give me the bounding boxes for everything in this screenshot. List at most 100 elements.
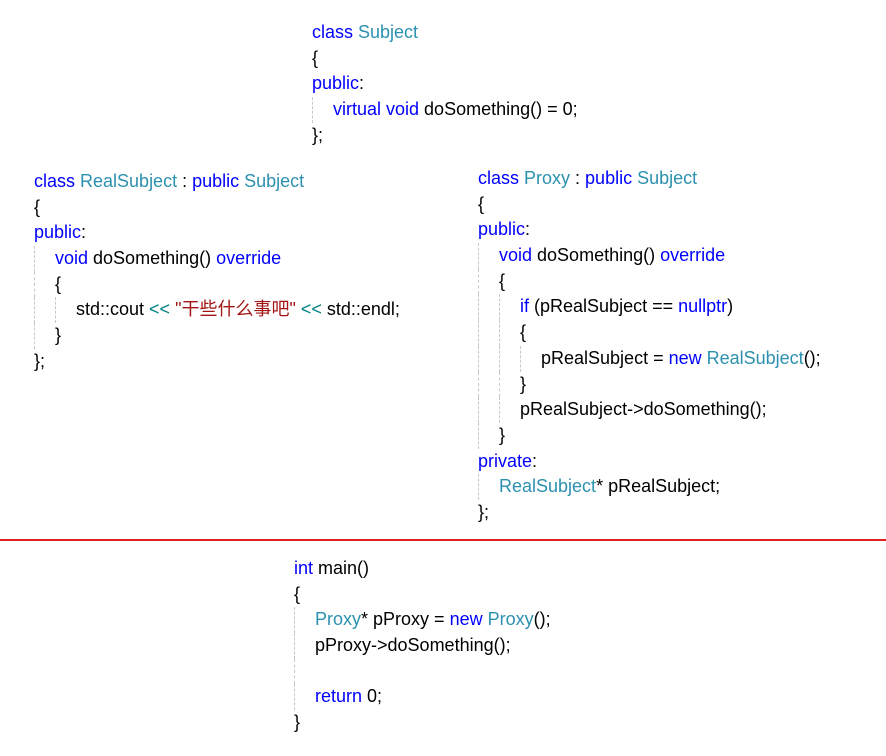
keyword-token: class — [478, 168, 525, 188]
code-line: { — [478, 268, 821, 295]
type-token: Proxy — [487, 609, 534, 630]
type-token: Subject — [637, 168, 698, 188]
keyword-token: private — [478, 450, 533, 471]
code-token: std::cout — [76, 299, 150, 320]
code-token: }; — [478, 501, 490, 522]
code-token: { — [294, 583, 301, 604]
code-line: { — [34, 271, 400, 298]
code-token: }; — [34, 350, 46, 371]
code-line: { — [294, 582, 551, 608]
indent-guide — [294, 633, 315, 659]
indent-guide — [520, 345, 541, 372]
code-line: public: — [478, 217, 821, 243]
keyword-token: virtual void — [333, 99, 425, 120]
code-token: 0; — [367, 686, 383, 707]
indent-guide — [499, 345, 520, 372]
code-token: (); — [803, 347, 821, 368]
keyword-token: if — [520, 296, 535, 317]
code-token: }; — [312, 124, 324, 145]
code-token: pRealSubject = — [541, 347, 669, 368]
keyword-token: public — [585, 168, 638, 188]
code-line: void doSomething() override — [34, 246, 400, 272]
indent-guide — [55, 297, 76, 324]
proxy-class-code: class Proxy : public Subject{public:void… — [478, 166, 821, 526]
code-line: }; — [34, 349, 400, 375]
indent-guide — [34, 271, 55, 298]
main-function-code: int main(){Proxy* pProxy = new Proxy();p… — [294, 556, 551, 736]
keyword-token: return — [315, 686, 368, 707]
operator-token: << — [149, 299, 176, 320]
type-token: RealSubject — [499, 476, 597, 497]
code-token: : — [81, 222, 87, 243]
code-token: { — [55, 273, 62, 294]
keyword-token: void — [499, 245, 538, 266]
code-line: int main() — [294, 556, 551, 582]
code-token: : — [359, 73, 365, 94]
keyword-token: nullptr — [678, 296, 728, 317]
indent-guide — [478, 268, 499, 295]
code-line: Proxy* pProxy = new Proxy(); — [294, 607, 551, 634]
keyword-token: public — [478, 219, 526, 240]
code-token: main() — [318, 558, 370, 578]
code-token: { — [34, 196, 41, 217]
code-line: } — [34, 323, 400, 349]
red-divider-line — [0, 539, 886, 541]
indent-guide — [499, 371, 520, 398]
indent-guide — [294, 684, 315, 711]
code-line: return 0; — [294, 684, 551, 711]
code-token: (); — [533, 609, 551, 630]
code-token: } — [499, 424, 506, 445]
code-token: * pRealSubject; — [596, 476, 721, 497]
indent-guide — [294, 658, 315, 685]
code-token: doSomething() = 0; — [424, 99, 578, 120]
code-token: pProxy->doSomething(); — [315, 635, 511, 656]
code-line: }; — [312, 123, 578, 149]
indent-guide — [294, 607, 315, 634]
indent-guide — [478, 422, 499, 449]
code-token: } — [520, 373, 527, 394]
indent-guide — [478, 397, 499, 423]
code-line: pProxy->doSomething(); — [294, 633, 551, 659]
code-token: : — [532, 450, 538, 471]
code-line: pRealSubject = new RealSubject(); — [478, 345, 821, 372]
indent-guide — [478, 294, 499, 321]
code-line: { — [478, 320, 821, 346]
indent-guide — [478, 320, 499, 346]
indent-guide — [478, 474, 499, 500]
code-token: { — [478, 193, 485, 214]
code-line: void doSomething() override — [478, 243, 821, 269]
code-token: : — [177, 171, 193, 191]
indent-guide — [34, 323, 55, 349]
code-line: RealSubject* pRealSubject; — [478, 474, 821, 500]
code-line: public: — [312, 71, 578, 97]
code-token: ) — [727, 296, 734, 317]
code-token: { — [499, 270, 506, 291]
code-line: class RealSubject : public Subject — [34, 169, 400, 195]
keyword-token: class — [34, 171, 81, 191]
keyword-token: new — [668, 347, 707, 368]
code-line: } — [478, 422, 821, 449]
keyword-token: override — [660, 245, 726, 266]
type-token: Proxy — [315, 609, 362, 630]
code-line: std::cout << "干些什么事吧" << std::endl; — [34, 297, 400, 324]
keyword-token: new — [449, 609, 488, 630]
code-token: pRealSubject->doSomething(); — [520, 399, 767, 420]
code-token: } — [55, 325, 62, 346]
keyword-token: void — [55, 248, 94, 269]
code-line: if (pRealSubject == nullptr) — [478, 294, 821, 321]
string-token: "干些什么事吧" — [175, 299, 296, 320]
code-line: }; — [478, 500, 821, 526]
keyword-token: int — [294, 558, 319, 578]
code-token: : — [525, 219, 531, 240]
indent-guide — [478, 371, 499, 398]
code-line: { — [478, 192, 821, 218]
keyword-token: class — [312, 22, 359, 42]
code-line: } — [478, 371, 821, 398]
type-token: Subject — [358, 22, 419, 42]
operator-token: << — [295, 299, 327, 320]
code-token: doSomething() — [93, 248, 217, 269]
code-token: (pRealSubject == — [534, 296, 679, 317]
keyword-token: public — [192, 171, 245, 191]
indent-guide — [34, 246, 55, 272]
code-line: { — [312, 46, 578, 72]
